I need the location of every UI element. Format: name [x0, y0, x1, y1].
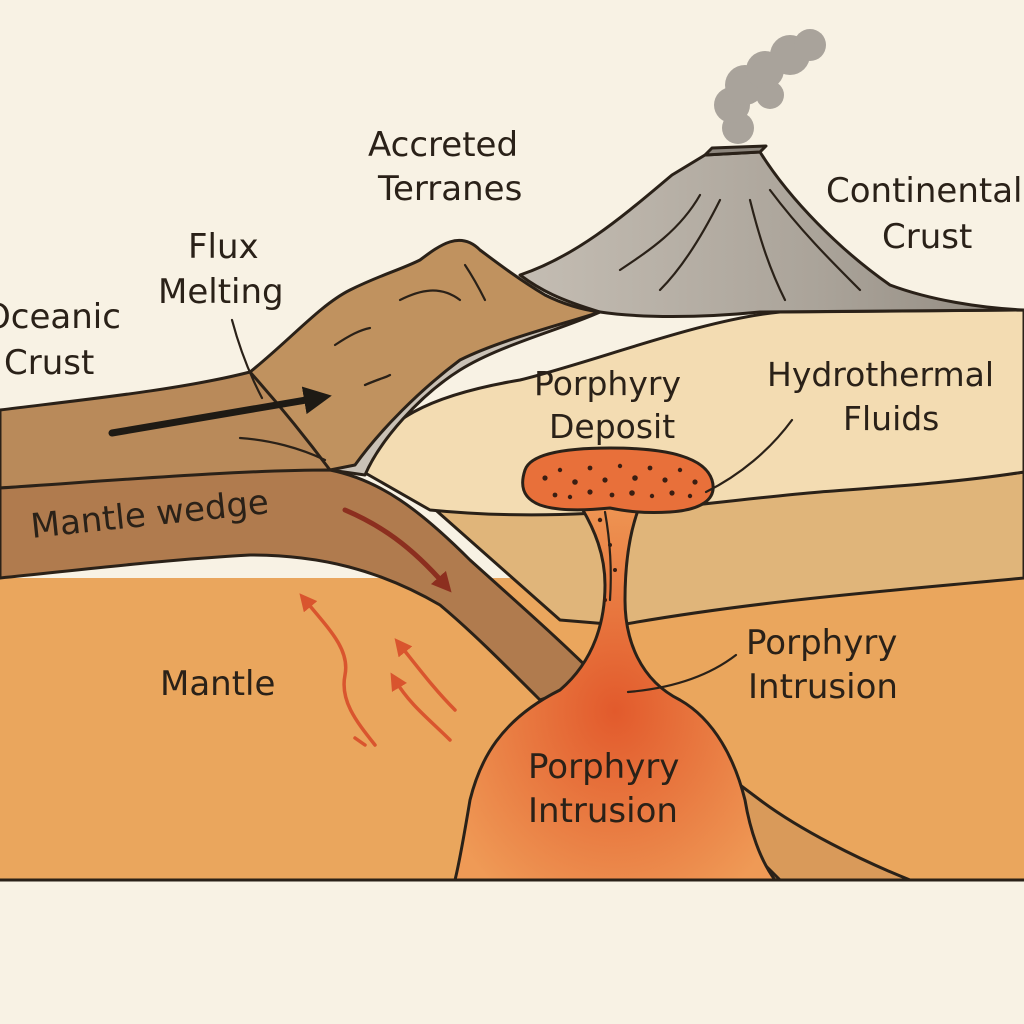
- label-accreted-terranes: Terranes: [377, 169, 522, 209]
- label-porphyry-intrusion-right: Intrusion: [748, 667, 898, 707]
- label-porphyry-intrusion-center: Porphyry: [528, 747, 679, 787]
- terrane-line: [463, 263, 487, 302]
- label-porphyry-deposit: Porphyry: [534, 364, 681, 403]
- hydrothermal-leader: [704, 418, 794, 494]
- label-hydrothermal-fluids: Hydrothermal: [767, 355, 994, 394]
- volcano-line: [768, 188, 862, 292]
- volcano-line: [618, 193, 702, 272]
- volcano-crater: [703, 144, 768, 157]
- oceanic-crust-line: [238, 436, 327, 462]
- label-porphyry-deposit: Deposit: [549, 407, 675, 446]
- terrane-dash: [363, 377, 382, 387]
- label-continental-crust: Continental: [826, 171, 1023, 211]
- smoke-plume: [714, 29, 826, 144]
- melt-arrow: [299, 593, 377, 747]
- label-flux-melting: Flux: [188, 227, 259, 267]
- plate-motion-arrow: [108, 386, 332, 437]
- label-continental-crust: Crust: [882, 217, 972, 257]
- label-oceanic-crust: Crust: [4, 343, 94, 383]
- melt-arrow: [390, 672, 452, 742]
- volcano-line: [748, 198, 787, 302]
- porphyry-intrusion-leader: [626, 653, 738, 694]
- intrusion-vein: [603, 510, 612, 602]
- label-flux-melting: Melting: [158, 272, 284, 312]
- label-porphyry-intrusion-center: Intrusion: [528, 791, 678, 831]
- label-mantle: Mantle: [160, 664, 275, 704]
- label-oceanic-crust: Oceanic: [0, 297, 121, 337]
- flux-melting-leader: [230, 318, 264, 400]
- label-accreted-terranes: Accreted: [368, 125, 518, 165]
- accreted-terranes: [248, 238, 602, 472]
- porphyry-deposit: [521, 446, 715, 514]
- label-hydrothermal-fluids: Fluids: [843, 399, 939, 438]
- terrane-line: [333, 326, 372, 347]
- subduction-arrow: [342, 507, 452, 593]
- melt-arrow: [394, 638, 457, 712]
- label-porphyry-intrusion-right: Porphyry: [746, 623, 897, 663]
- volcano-line: [658, 198, 722, 292]
- melt-arrow-tail: [353, 736, 367, 747]
- terrane-line: [398, 289, 462, 302]
